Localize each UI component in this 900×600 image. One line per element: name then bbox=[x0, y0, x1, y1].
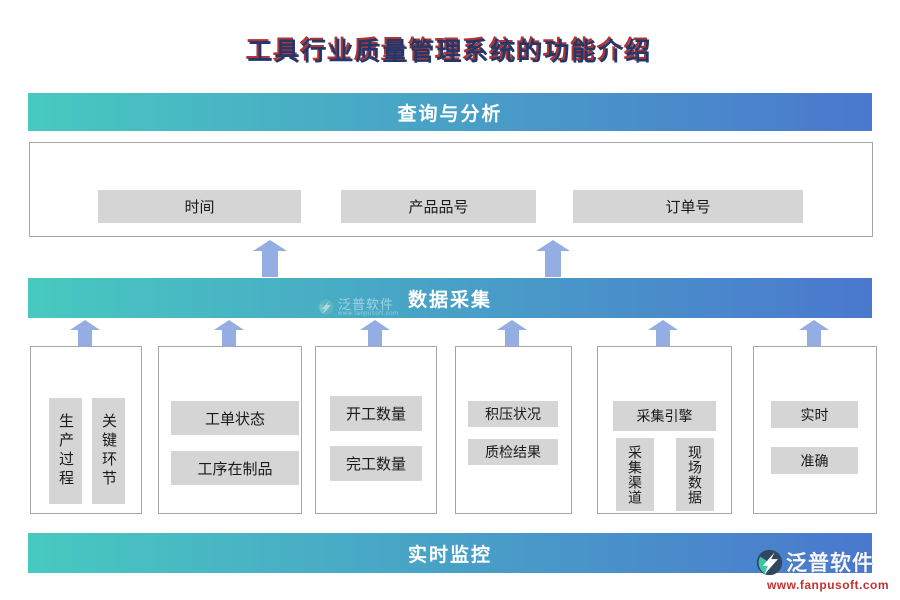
chip-realtime: 实时 bbox=[771, 401, 858, 428]
chip-work-order-status: 工单状态 bbox=[171, 401, 299, 435]
chip-order-number: 订单号 bbox=[573, 190, 803, 223]
chip-time: 时间 bbox=[98, 190, 301, 223]
chip-field-data: 现场数据 bbox=[676, 438, 714, 511]
up-arrow-icon bbox=[360, 320, 390, 353]
chip-accurate: 准确 bbox=[771, 447, 858, 474]
query-criteria-box: 时间 产品品号 订单号 bbox=[29, 142, 873, 237]
up-arrow-icon bbox=[799, 320, 829, 353]
watermark-brand-text: 泛普软件 bbox=[786, 552, 874, 575]
chip-completed-quantity: 完工数量 bbox=[330, 446, 422, 481]
chip-inspection-result: 质检结果 bbox=[468, 439, 558, 465]
banner-realtime-monitoring: 实时监控 bbox=[28, 533, 872, 573]
banner-data-collection-label: 数据采集 bbox=[407, 289, 492, 311]
node-collection-engine: 采集引擎 采集渠道 现场数据 bbox=[597, 346, 732, 514]
watermark-brand-text: 泛普软件 bbox=[338, 296, 395, 312]
up-arrow-icon bbox=[648, 320, 678, 353]
fanpu-logo-icon bbox=[756, 549, 783, 575]
chip-collection-engine: 采集引擎 bbox=[613, 401, 716, 431]
chip-production-process: 生产过程 bbox=[49, 398, 82, 504]
up-arrow-icon bbox=[253, 240, 287, 277]
node-quantities: 开工数量 完工数量 bbox=[315, 346, 437, 514]
banner-data-collection: 数据采集 bbox=[28, 278, 872, 318]
chip-collection-channels: 采集渠道 bbox=[616, 438, 654, 511]
watermark-center: 泛普软件 www.fanpusoft.com bbox=[318, 295, 399, 319]
fanpu-logo-icon bbox=[318, 299, 334, 315]
up-arrow-icon bbox=[214, 320, 244, 353]
chip-backlog-status: 积压状况 bbox=[468, 401, 558, 427]
node-work-order: 工单状态 工序在制品 bbox=[158, 346, 302, 514]
chip-start-quantity: 开工数量 bbox=[330, 396, 422, 431]
banner-realtime-monitoring-label: 实时监控 bbox=[407, 544, 492, 566]
node-realtime-accurate: 实时 准确 bbox=[753, 346, 877, 514]
node-backlog-inspection: 积压状况 质检结果 bbox=[455, 346, 572, 514]
chip-product-number: 产品品号 bbox=[341, 190, 536, 223]
watermark-url-text: www.fanpusoft.com bbox=[766, 578, 890, 592]
up-arrow-icon bbox=[497, 320, 527, 353]
watermark-url-text: www.fanpusoft.com bbox=[338, 310, 399, 317]
page-title: 工具行业质量管理系统的功能介绍 bbox=[247, 39, 653, 66]
chip-key-links: 关键环节 bbox=[92, 398, 125, 504]
node-production-process: 生产过程 关键环节 bbox=[30, 346, 142, 514]
watermark-bottom-right: 泛普软件 www.fanpusoft.com bbox=[756, 547, 900, 592]
banner-query-analysis-label: 查询与分析 bbox=[397, 103, 503, 125]
up-arrow-icon bbox=[70, 320, 100, 353]
banner-query-analysis: 查询与分析 bbox=[28, 93, 872, 131]
up-arrow-icon bbox=[536, 240, 570, 277]
chip-process-wip: 工序在制品 bbox=[171, 451, 299, 485]
